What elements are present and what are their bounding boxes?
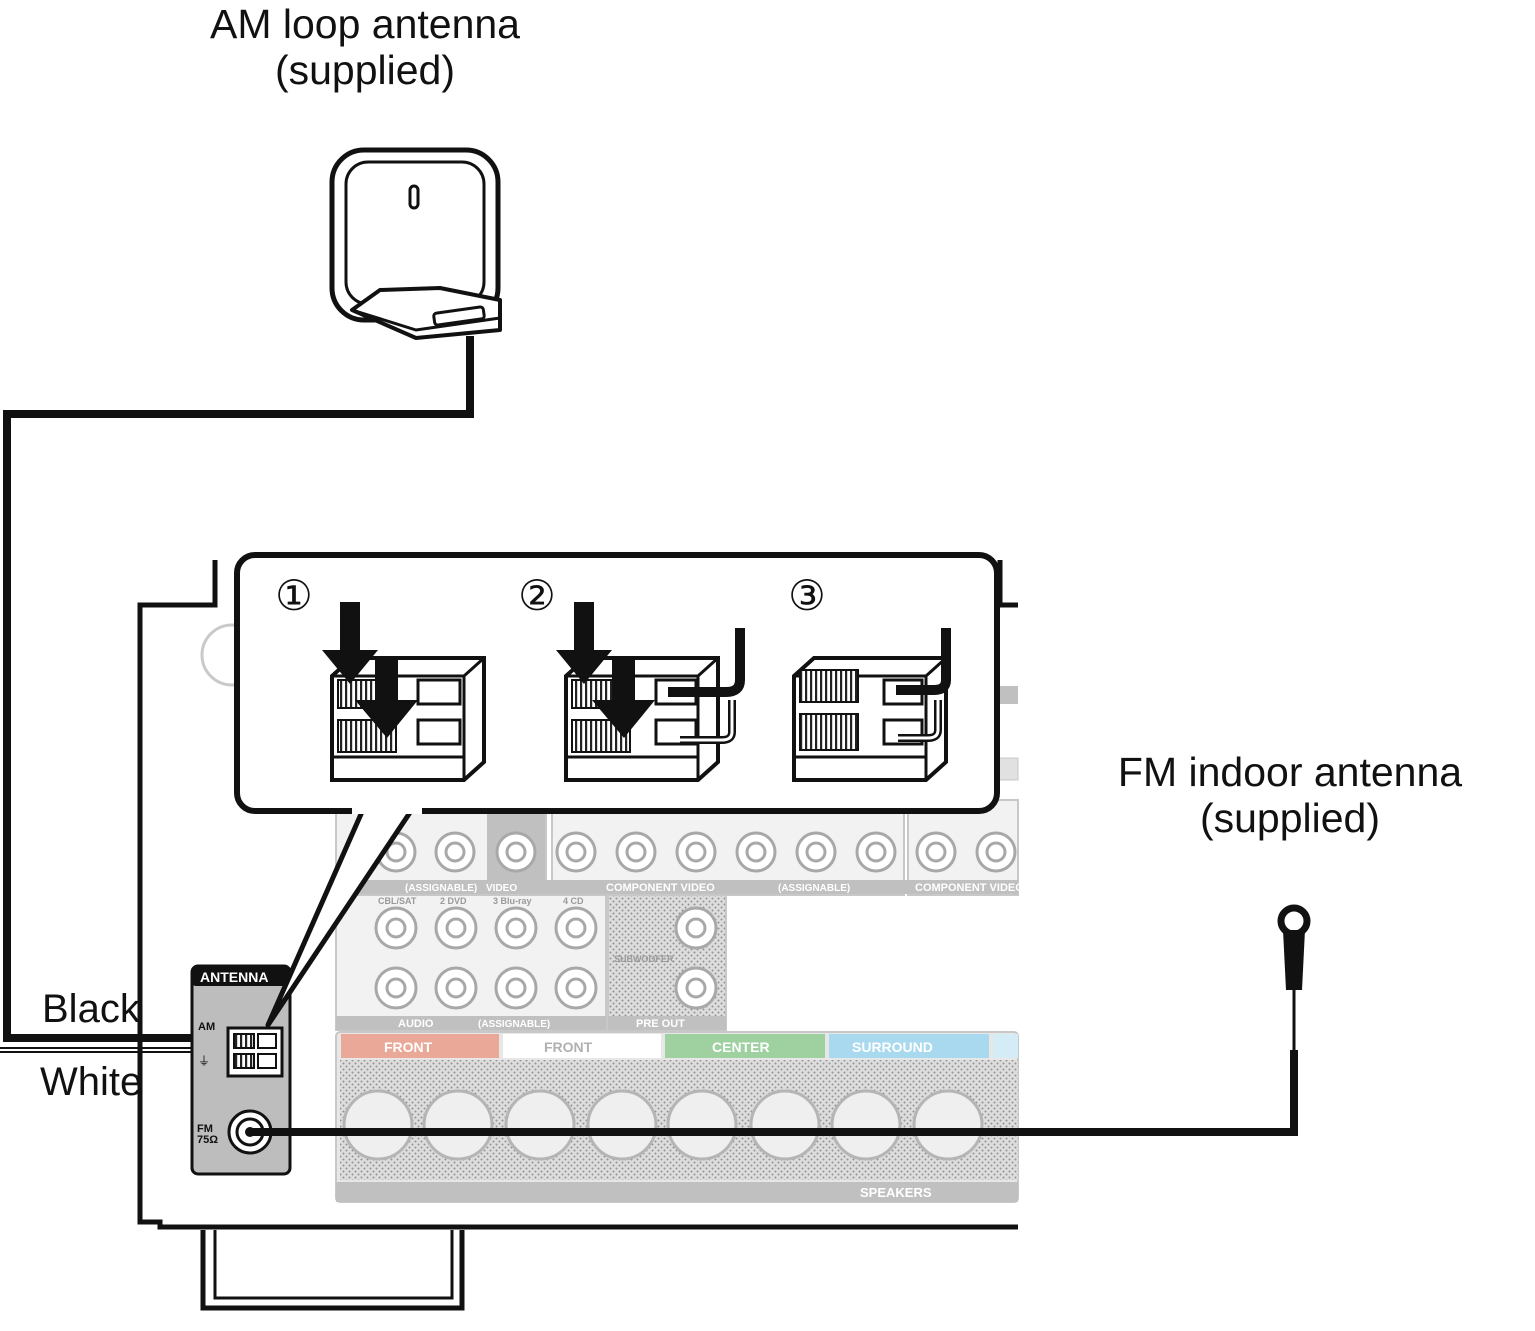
step-2-number: ② — [518, 571, 556, 620]
assignable-label-2: (ASSIGNABLE) — [405, 883, 477, 894]
speaker-center: CENTER — [712, 1039, 770, 1055]
step-1-number: ① — [275, 571, 313, 620]
input-label-4: 4 CD — [563, 896, 584, 906]
speaker-surround-r: SURROUND — [852, 1039, 933, 1055]
step-3-terminal-icon — [792, 628, 951, 782]
am-antenna-cable — [3, 336, 474, 1042]
input-label-1: CBL/SAT — [378, 896, 417, 906]
speaker-channel-headers: FRONT FRONT CENTER SURROUND — [341, 1034, 1018, 1058]
component-video-label-2: COMPONENT VIDEO — [915, 882, 1024, 894]
callout-pointer — [265, 803, 418, 1028]
antenna-header: ANTENNA — [200, 969, 268, 985]
fm-indoor-antenna-label: FM indoor antenna (supplied) — [1117, 749, 1463, 841]
white-wire-label: White — [40, 1060, 143, 1104]
audio-in-jacks — [374, 906, 718, 1010]
audio-in-label: AUDIO — [398, 1018, 434, 1030]
input-label-3: 3 Blu-ray — [493, 896, 532, 906]
am-loop-antenna-icon — [329, 147, 502, 340]
ground-symbol: ⏚ — [198, 1054, 210, 1068]
pre-out-label: PRE OUT — [636, 1018, 685, 1030]
speaker-front-r: FRONT — [384, 1039, 433, 1055]
input-label-2: 2 DVD — [440, 896, 467, 906]
black-wire-label: Black — [42, 987, 140, 1031]
fm-terminal-label-2: 75Ω — [197, 1134, 218, 1146]
am-loop-antenna-label: AM loop antenna (supplied) — [209, 1, 520, 93]
fm-indoor-antenna-icon — [1277, 904, 1311, 1050]
speaker-terminals — [342, 1089, 984, 1161]
connection-steps-callout: ① ② ③ — [234, 552, 1000, 814]
step-3-number: ③ — [788, 571, 826, 620]
antenna-terminal-block: ANTENNA AM ⏚ FM 75Ω — [190, 964, 292, 1176]
component-video-label: COMPONENT VIDEO — [606, 882, 715, 894]
subwoofer-label: SUBWOOFER — [614, 954, 674, 964]
assignable-label: (ASSIGNABLE) — [778, 883, 850, 894]
fm-antenna-cable — [250, 1050, 1298, 1136]
step-1-terminal-icon — [322, 602, 486, 782]
assignable-label-3: (ASSIGNABLE) — [478, 1019, 550, 1030]
speakers-label: SPEAKERS — [860, 1185, 932, 1200]
speaker-front-l: FRONT — [544, 1039, 593, 1055]
step-2-terminal-icon — [556, 602, 745, 782]
video-out-label: VIDEO — [486, 883, 517, 894]
fm-terminal-label-1: FM — [197, 1123, 213, 1135]
am-terminal-label: AM — [198, 1021, 215, 1033]
